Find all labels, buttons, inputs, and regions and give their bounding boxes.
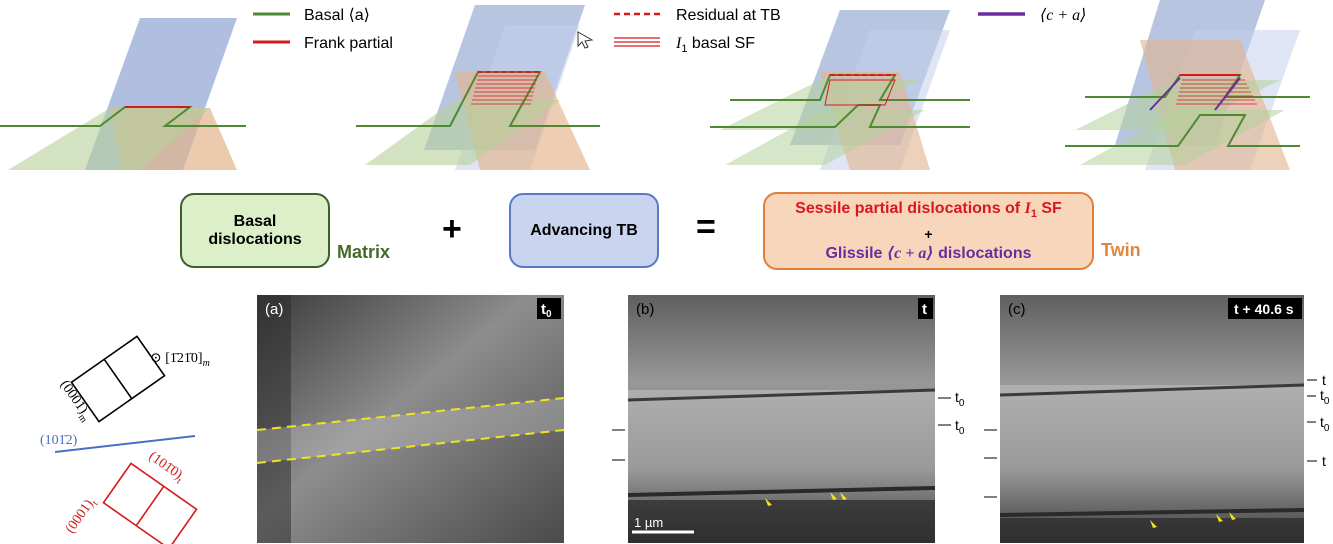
matrix-label: Matrix [337,242,391,262]
yellow-arrows-b [765,492,847,506]
panel-c-side-markers: t t0 t0 t [984,372,1330,498]
panel-c-marker-2: t0 [1320,387,1330,407]
equals-operator: = [696,208,716,246]
twin-plane-label: (101̄2) [40,433,78,448]
scale-bar-label: 1 µm [634,515,663,530]
twin-crystal [102,462,198,544]
cursor-icon [577,31,594,49]
stacking-fault-hatch-4 [1176,79,1257,105]
box3-line2: Glissile ⟨c + a⟩ dislocations [825,244,1032,262]
schematic-4 [1065,0,1310,170]
tem-panels: (a) t0 (b) t 1 µm t0 t0 (c) t + 40. [256,295,1330,543]
twin-boundary-dash-upper [256,397,565,431]
box3-line1: Sessile partial dislocations of I1 SF [795,200,1062,221]
advancing-tb-box: Advancing TB [509,193,659,268]
panel-c-marker-3: t0 [1320,414,1330,434]
panel-b-side-markers: t0 t0 [612,389,965,461]
twin-boundary-dash-lower [256,429,565,464]
panel-b-label: (b) [636,301,654,318]
basal-dislocations-box: Basal dislocations [180,193,330,268]
twin-plane-line [54,435,196,453]
legend-sf-label: I1 basal SF [675,35,755,55]
orientation-diagram: (0001)m ⊙ [1̄21̄0]m (101̄2) (0001)t (101… [40,335,210,544]
legend-basal-label: Basal ⟨a⟩ [304,7,370,24]
panel-c-time-badge [1228,298,1302,319]
panel-c-marker-4: t [1322,453,1326,469]
legend: Basal ⟨a⟩ Frank partial Residual at TB I… [253,7,1086,55]
plus-operator: + [442,210,462,248]
box2-text: Advancing TB [530,221,638,239]
legend-ca-label: ⟨c + a⟩ [1040,7,1086,24]
panel-b-marker-1: t0 [955,389,965,409]
box3-plus: + [924,225,933,242]
twin-result-box: Sessile partial dislocations of I1 SF + … [763,192,1094,270]
panel-c-time: t + 40.6 s [1234,301,1294,317]
legend-sf-swatch [614,37,660,47]
schematic-2 [356,5,600,170]
box1-line1: Basal [233,212,277,230]
stacking-fault-hatch-2 [471,75,538,105]
schematic-3 [710,10,970,170]
yellow-arrows-c [1150,512,1236,528]
legend-residual-label: Residual at TB [676,7,781,24]
legend-frank-label: Frank partial [304,35,393,52]
panel-c-label: (c) [1008,301,1026,318]
tem-panel-c: (c) t + 40.6 s [999,295,1305,543]
tem-panel-b: (b) t 1 µm [627,295,936,543]
tem-panel-a: (a) t0 [256,295,565,543]
box1-line2: dislocations [208,230,302,248]
schematic-1 [0,18,246,170]
panel-a-time-badge [537,298,561,319]
panel-b-time: t [922,301,927,318]
panel-c-marker-1: t [1322,372,1326,388]
panel-a-time: t0 [541,301,552,320]
panel-a-label: (a) [265,301,283,318]
schematic-strip: Basal ⟨a⟩ Frank partial Residual at TB I… [0,0,1310,170]
matrix-crystal [70,335,166,423]
twin-label: Twin [1101,240,1141,260]
panel-b-time-badge [918,298,933,319]
direction-label: ⊙ [1̄21̄0]m [150,351,210,369]
panel-b-marker-2: t0 [955,417,965,437]
